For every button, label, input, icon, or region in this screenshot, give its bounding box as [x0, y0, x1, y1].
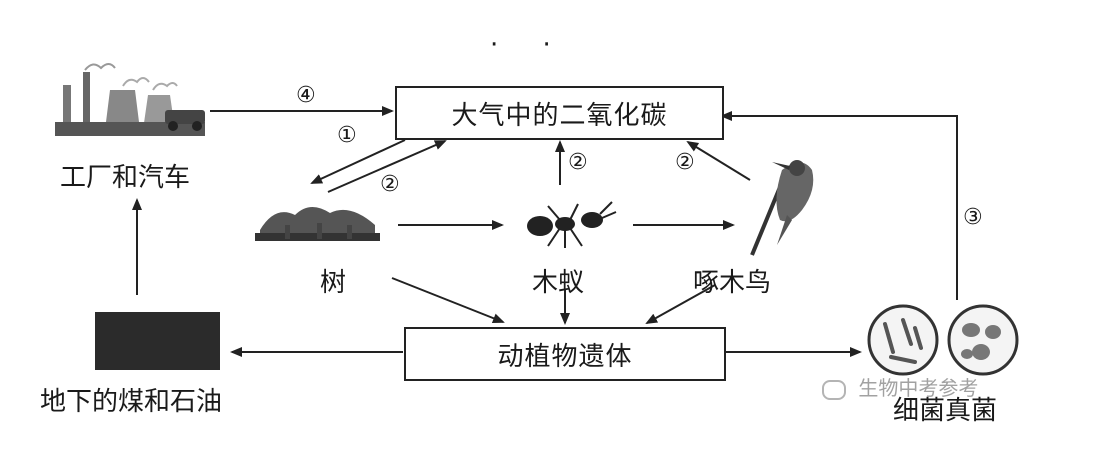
remains-label: 动植物遗体	[497, 341, 633, 372]
atmosphere-co2-box: 大气中的二氧化碳	[395, 86, 724, 140]
bacteria-fungi-label: 细菌真菌	[893, 396, 998, 426]
coal-oil-label: 地下的煤和石油	[40, 387, 223, 417]
arrow-bird-to-co2	[686, 140, 751, 181]
ant-icon	[527, 201, 617, 248]
arrow-tree-to-co2	[327, 140, 447, 193]
process-number-2-tree: ②	[380, 172, 400, 197]
process-number-2-bird: ②	[675, 150, 695, 175]
emphasis-dots: · ·	[490, 30, 569, 60]
factory-car-label: 工厂和汽车	[60, 163, 191, 193]
woodpecker-label: 啄木鸟	[693, 268, 772, 298]
watermark-text: 生物中考参考	[858, 376, 979, 400]
process-number-3: ③	[963, 205, 983, 230]
remains-box: 动植物遗体	[404, 327, 726, 381]
coal-block-icon	[95, 312, 220, 370]
factory-car-icon	[55, 63, 205, 136]
arrow-bacteria-to-co2	[720, 111, 958, 300]
process-number-1: ①	[337, 123, 357, 148]
ant-label: 木蚁	[532, 268, 585, 298]
wechat-icon	[822, 379, 846, 400]
process-number-4: ④	[296, 83, 316, 108]
arrow-tree-to-remains	[391, 277, 505, 323]
tree-icon	[255, 206, 380, 241]
process-number-2-ant: ②	[568, 150, 588, 175]
woodpecker-icon	[750, 160, 814, 256]
arrow-bird-to-remains	[645, 284, 716, 324]
bacteria-fungi-icon	[867, 304, 1019, 376]
tree-label: 树	[320, 268, 347, 298]
watermark: 生物中考参考	[822, 372, 978, 401]
arrow-co2-to-tree	[310, 139, 406, 184]
atmosphere-co2-label: 大气中的二氧化碳	[451, 100, 668, 131]
